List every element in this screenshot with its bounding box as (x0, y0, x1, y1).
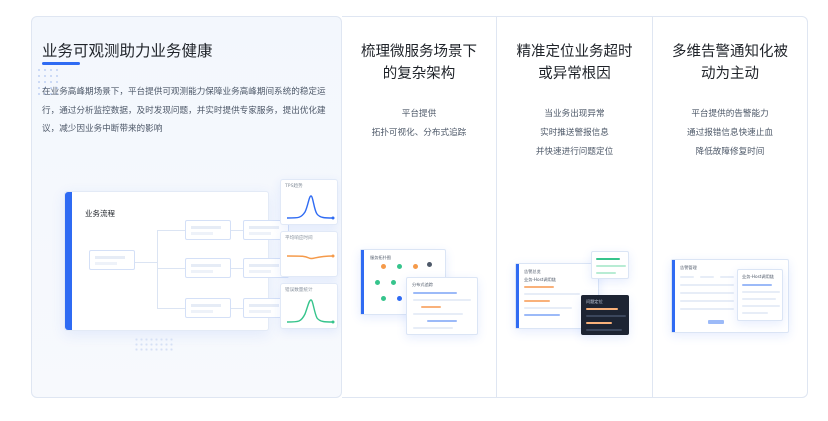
decorative-dots (36, 67, 60, 97)
flow-label: 业务流程 (85, 209, 115, 218)
decorative-dots (134, 337, 174, 351)
response-time-card: 平均响应时间 (280, 231, 338, 277)
main-card-title: 业务可观测助力业务健康 (42, 42, 213, 60)
alert-manage-illustration: 告警管理 业务-Host调用链 (671, 247, 791, 339)
flow-node (243, 258, 289, 278)
feature-card-root-cause: 精准定位业务超时或异常根因 当业务出现异常 实时推送警报信息 并快速进行问题定位… (497, 16, 653, 398)
feature-card-architecture: 梳理微服务场景下的复杂架构 平台提供 拓扑可视化、分布式追踪 服务拓扑图 分布式… (342, 16, 497, 398)
orange-line-chart (286, 254, 335, 260)
alert-locate-illustration: 告警总览 业务-Host调用链 问题定位 (515, 247, 635, 339)
card-description: 当业务出现异常 实时推送警报信息 并快速进行问题定位 (535, 109, 614, 157)
alert-detail-panel: 业务-Host调用链 (737, 269, 783, 321)
main-card-description: 在业务高峰期场景下，平台提供可观测能力保障业务高峰期间系统的稳定运行，通过分析监… (42, 87, 326, 134)
flow-node (185, 258, 231, 278)
flow-window: 业务流程 (64, 191, 289, 331)
locate-console: 问题定位 (581, 295, 629, 335)
flow-node (243, 220, 289, 240)
alert-popup (591, 251, 629, 279)
green-peak-chart (286, 299, 335, 324)
flow-node (89, 250, 135, 270)
feature-card-alert-notify: 多维告警通知化被动为主动 平台提供的告警能力 通过报错信息快速止血 降低故障修复… (653, 16, 808, 398)
flow-node (185, 298, 231, 318)
tracing-window: 分布式追踪 (406, 277, 478, 335)
card-description: 平台提供的告警能力 通过报错信息快速止血 降低故障修复时间 (687, 109, 773, 157)
business-flow-illustration: 业务流程 TPS趋势 平均响应时间 (64, 179, 338, 355)
card-title: 梳理微服务场景下的复杂架构 (361, 44, 477, 82)
blue-peak-chart (286, 195, 335, 220)
card-title: 精准定位业务超时或异常根因 (516, 44, 633, 82)
title-underline (42, 62, 80, 65)
card-description: 平台提供 拓扑可视化、分布式追踪 (371, 109, 467, 138)
feature-card-main: 业务可观测助力业务健康 在业务高峰期场景下，平台提供可观测能力保障业务高峰期间系… (31, 16, 342, 398)
flow-node (185, 220, 231, 240)
topology-illustration: 服务拓扑图 分布式追踪 (360, 247, 480, 339)
tps-trend-card: TPS趋势 (280, 179, 338, 225)
error-count-card: 错误数量统计 (280, 283, 338, 329)
card-title: 多维告警通知化被动为主动 (672, 44, 788, 82)
